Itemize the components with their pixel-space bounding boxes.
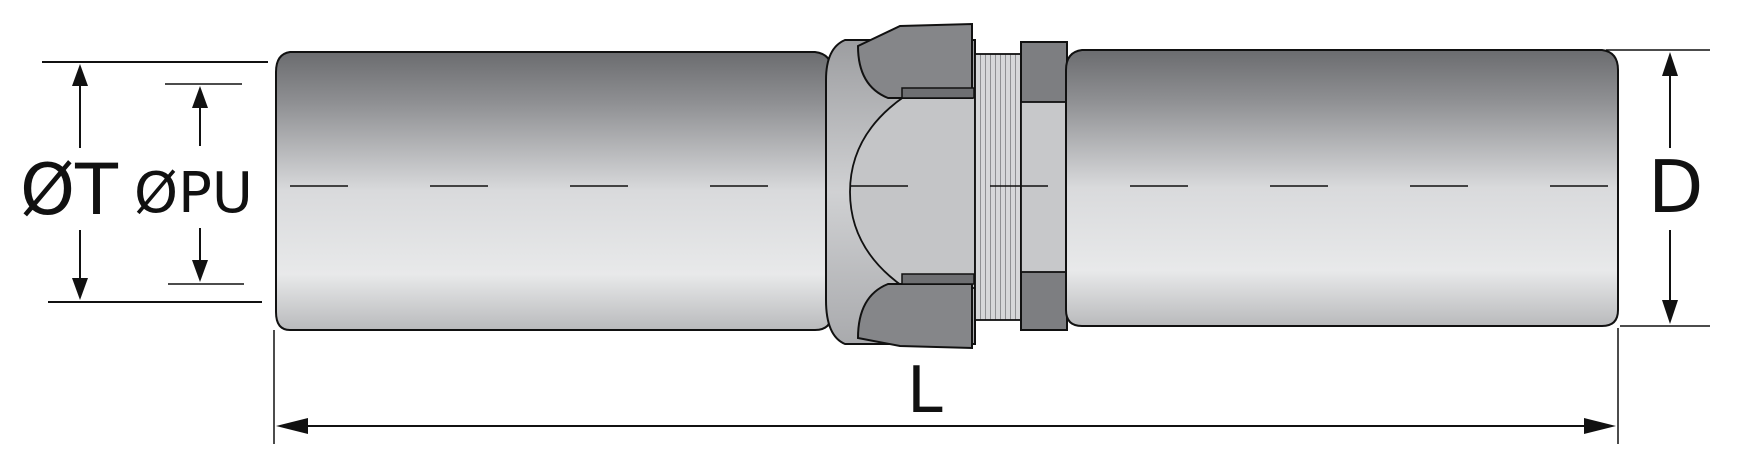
dim-label-length: L [907,354,943,428]
dim-label-outer-diameter: ØT [20,149,118,231]
collet-dome [849,95,976,289]
left-tube [275,51,833,331]
dim-d-arrowhead-down [1662,300,1678,324]
collet-slot-bottom [901,273,975,285]
dim-t-arrowhead-up [72,64,88,86]
dim-t-arrowhead-down [72,278,88,300]
dim-d-arrowhead-up [1662,52,1678,76]
dim-l-arrowhead-left [276,418,308,434]
collet-slot-top [901,87,975,99]
dim-pu-arrowhead-down [192,260,208,282]
right-tube [1065,49,1619,327]
thread-section [974,53,1022,321]
dim-l-arrowhead-right [1584,418,1616,434]
dim-label-body-diameter: D [1648,145,1703,229]
collet-ring-bottom [856,283,973,350]
dim-pu-arrowhead-up [192,86,208,108]
hex-nut-flat [1020,101,1068,273]
collet-ring-top [856,22,973,99]
dim-label-pipe-diameter: ØPU [134,161,253,226]
